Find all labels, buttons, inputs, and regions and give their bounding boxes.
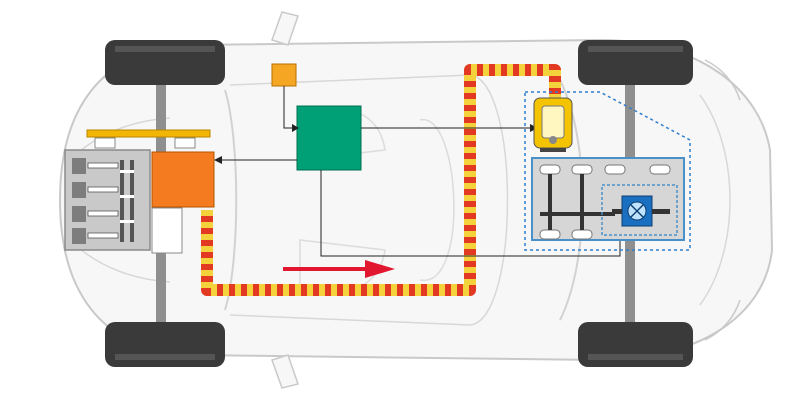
trunk-line (699, 94, 731, 306)
mirror-left (271, 11, 299, 46)
white-box (151, 207, 183, 254)
rear-light-outline-2 (704, 299, 741, 341)
wire-arrowhead-orange (214, 156, 222, 164)
rear-dotted-boundary (524, 91, 691, 251)
cabin-outline (229, 74, 509, 326)
tire-rear-right (578, 322, 693, 367)
rear-light-outline (704, 59, 741, 101)
tire-tread-rl (588, 46, 683, 52)
wire-arrowhead-sensor (292, 124, 299, 132)
front-engine (64, 137, 196, 251)
power-cable (201, 64, 561, 296)
tire-front-right (105, 322, 225, 367)
tire-tread-fl (115, 46, 215, 52)
orange-controller (151, 151, 215, 208)
tire-tread-rr (588, 354, 683, 360)
rear-drive-module (531, 157, 685, 241)
flow-arrow (283, 260, 395, 278)
rear-electric-motor (612, 195, 670, 227)
mirror-right (271, 354, 299, 389)
tire-tread-fr (115, 354, 215, 360)
yellow-tank (533, 97, 573, 152)
small-orange-sensor (271, 63, 297, 87)
green-control-unit (296, 105, 362, 171)
yellow-bar (86, 129, 211, 138)
seat-rear (419, 119, 455, 281)
